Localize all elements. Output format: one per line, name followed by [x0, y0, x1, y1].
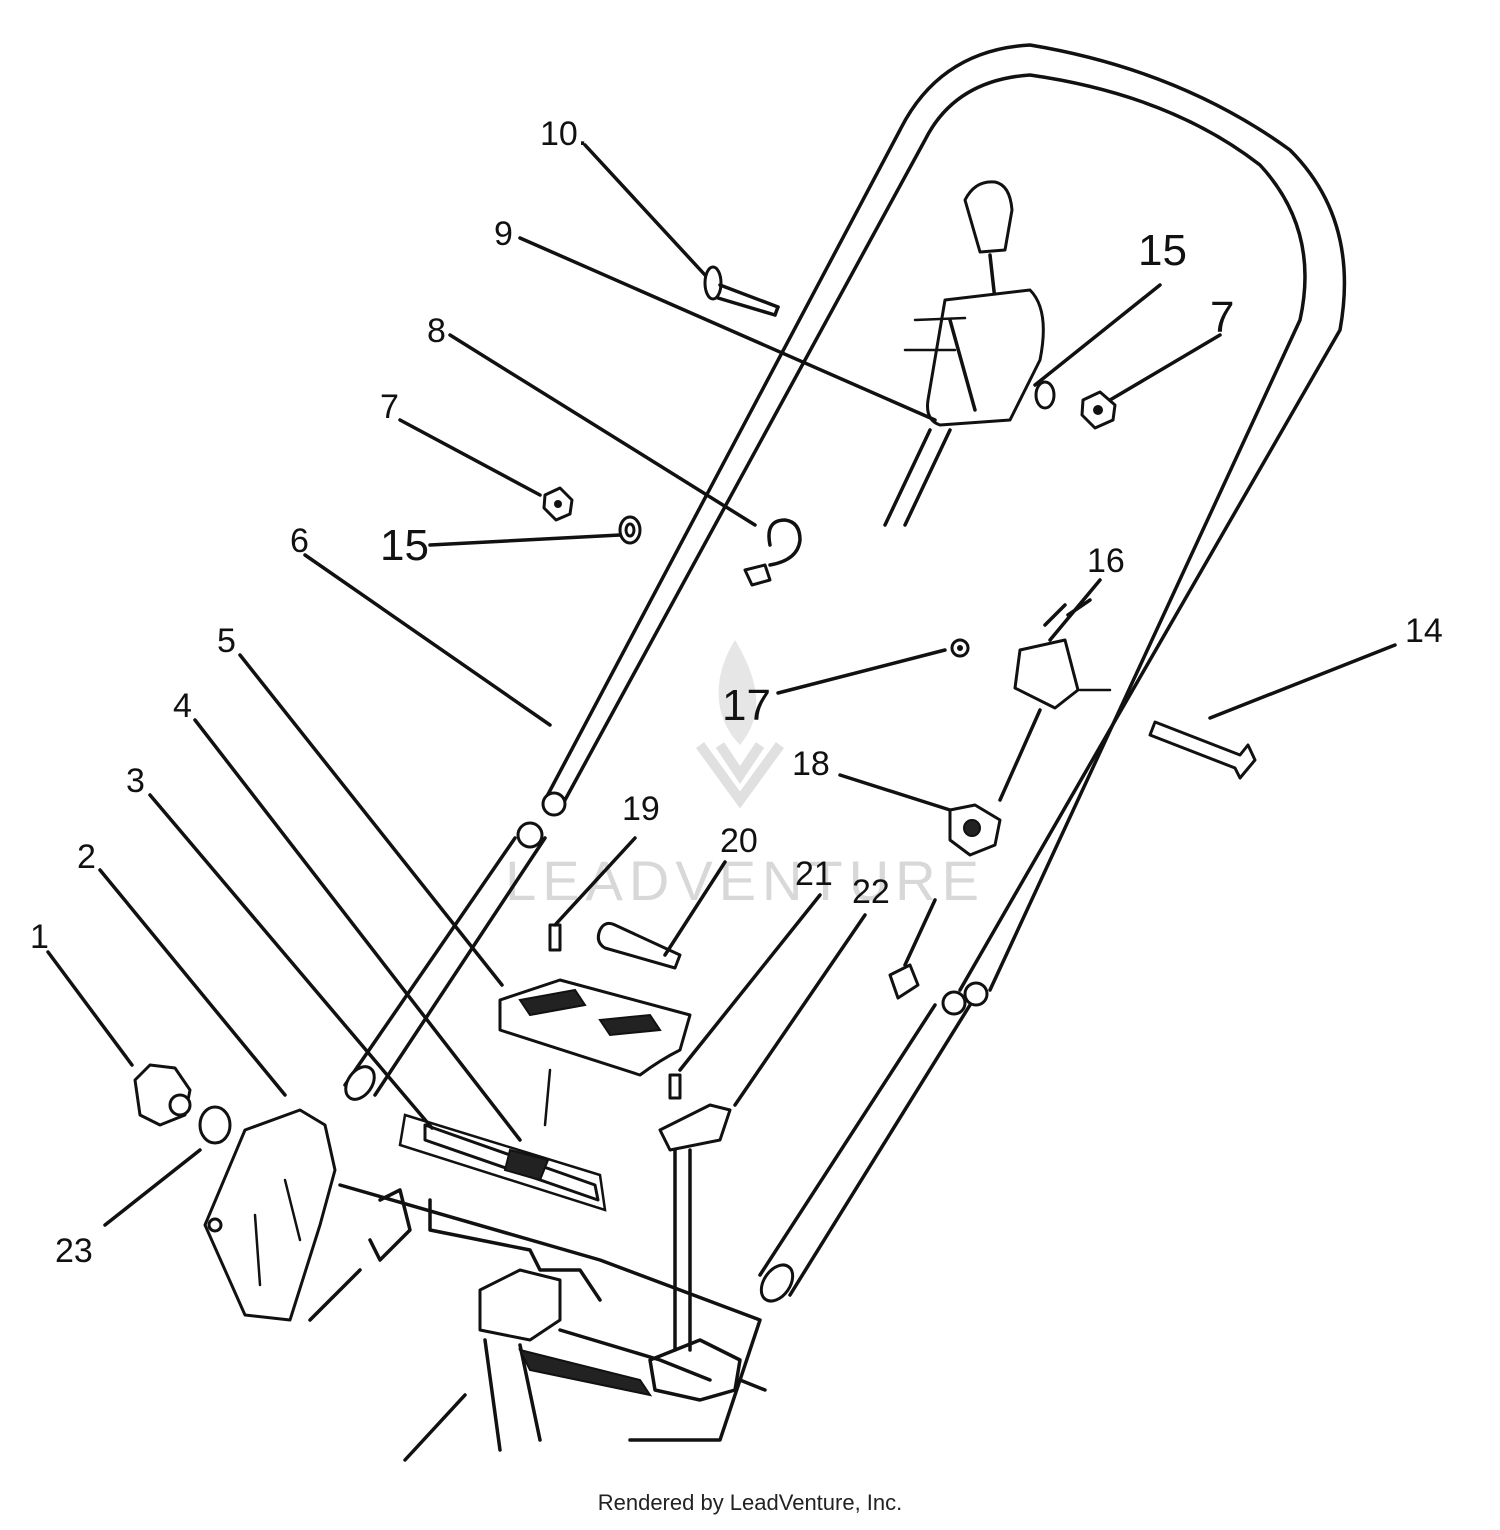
bolt-14	[1148, 720, 1257, 780]
watermark: LEADVENTURE	[505, 640, 985, 912]
callout-4: 4	[173, 687, 192, 725]
callout-18: 18	[792, 745, 830, 783]
knob-22	[658, 1103, 732, 1352]
cable-guide-16	[998, 598, 1112, 802]
lower-handle-left	[343, 821, 547, 1101]
callout-9: 9	[494, 215, 513, 253]
washer-15-right	[1034, 380, 1056, 410]
washer-23	[198, 1105, 232, 1145]
plate-5	[498, 978, 692, 1077]
callout-7-right: 7	[1210, 293, 1234, 342]
callout-6: 6	[290, 522, 309, 560]
nut-7-left	[542, 486, 574, 522]
lower-handle-right	[758, 990, 972, 1303]
leader-lines	[46, 143, 1397, 1462]
upper-handle	[541, 43, 1347, 1007]
callout-15-left: 15	[380, 521, 429, 570]
callouts: 1 2 3 4 5 6 7 7 8 9 10. 14 15 15 16 17 1…	[30, 115, 1443, 1270]
callout-21: 21	[795, 855, 833, 893]
washer-15-left	[618, 515, 642, 545]
bolt-10	[703, 265, 780, 317]
callout-17: 17	[722, 681, 771, 730]
frame	[338, 1183, 767, 1452]
callout-23: 23	[55, 1232, 93, 1270]
callout-2: 2	[77, 838, 96, 876]
nut-18	[948, 803, 1002, 857]
screw-21	[668, 1073, 682, 1100]
bolt-3-4	[398, 1113, 607, 1212]
callout-22: 22	[852, 873, 890, 911]
callout-7-left: 7	[380, 388, 399, 426]
watermark-text: LEADVENTURE	[505, 849, 985, 912]
callout-5: 5	[217, 622, 236, 660]
shift-lever-assembly	[883, 180, 1045, 527]
callout-15-right: 15	[1138, 226, 1187, 275]
pin-20	[596, 921, 682, 970]
nut-7-right	[1080, 390, 1117, 430]
callout-19: 19	[622, 790, 660, 828]
screw-19	[548, 923, 562, 952]
footer-credit: Rendered by LeadVenture, Inc.	[597, 1490, 903, 1515]
callout-3: 3	[126, 762, 145, 800]
callout-20: 20	[720, 822, 758, 860]
knob-1	[133, 1063, 192, 1127]
callout-16: 16	[1087, 542, 1125, 580]
callout-8: 8	[427, 312, 446, 350]
hairpin-8	[743, 518, 802, 587]
bracket-2	[203, 1108, 337, 1322]
cable-end	[888, 898, 937, 1000]
callout-14: 14	[1405, 612, 1443, 650]
callout-1: 1	[30, 918, 49, 956]
nut-17	[950, 638, 970, 658]
callout-10: 10.	[540, 115, 587, 153]
